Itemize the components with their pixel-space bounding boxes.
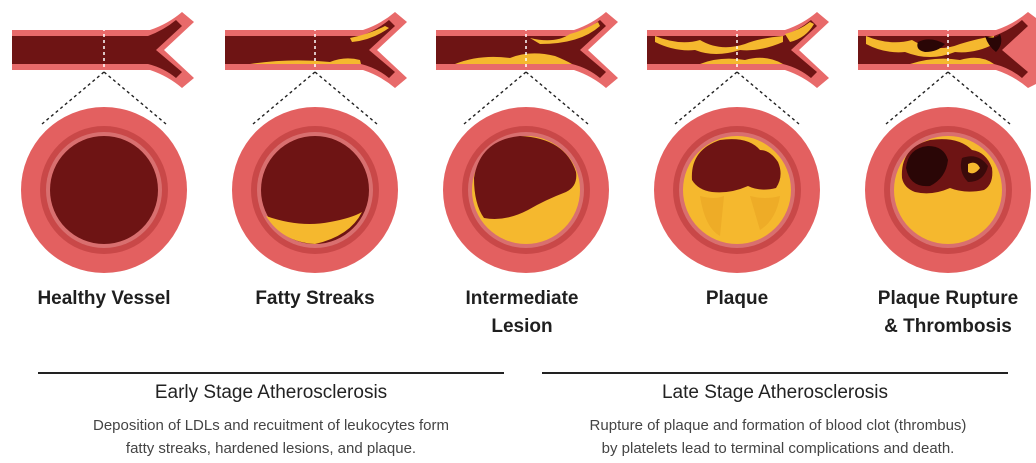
vessel-segment-plaque xyxy=(647,12,829,88)
stage-healthy-vessel xyxy=(12,12,194,273)
late-stage-title: Late Stage Atherosclerosis xyxy=(542,382,1008,404)
stage-label-plaque: Plaque xyxy=(642,285,832,313)
early-stage-title: Early Stage Atherosclerosis xyxy=(38,382,504,404)
late-stage-divider xyxy=(542,372,1008,374)
cross-section-intermediate-lesion xyxy=(443,107,609,273)
vessel-segment-fatty-streaks xyxy=(225,12,407,88)
vessel-segment-healthy xyxy=(12,12,194,88)
stage-plaque xyxy=(647,12,829,273)
stage-fatty-streaks xyxy=(225,12,407,273)
early-stage-description: Deposition of LDLs and recuitment of leu… xyxy=(30,414,512,460)
early-stage-divider xyxy=(38,372,504,374)
stage-plaque-rupture-thrombosis xyxy=(858,12,1036,273)
late-stage-description: Rupture of plaque and formation of blood… xyxy=(530,414,1026,460)
stage-label-intermediate-lesion: Intermediate Lesion xyxy=(427,285,617,341)
cross-section-plaque xyxy=(654,107,820,273)
stage-label-fatty-streaks: Fatty Streaks xyxy=(220,285,410,313)
cross-section-healthy xyxy=(21,107,187,273)
stage-intermediate-lesion xyxy=(436,12,618,273)
vessel-segment-plaque-rupture xyxy=(858,12,1036,88)
stage-label-healthy-vessel: Healthy Vessel xyxy=(9,285,199,313)
cross-section-fatty-streaks xyxy=(232,107,398,273)
vessel-segment-intermediate-lesion xyxy=(436,12,618,88)
cross-section-plaque-rupture xyxy=(865,107,1031,273)
stage-label-plaque-rupture: Plaque Rupture & Thrombosis xyxy=(853,285,1036,341)
